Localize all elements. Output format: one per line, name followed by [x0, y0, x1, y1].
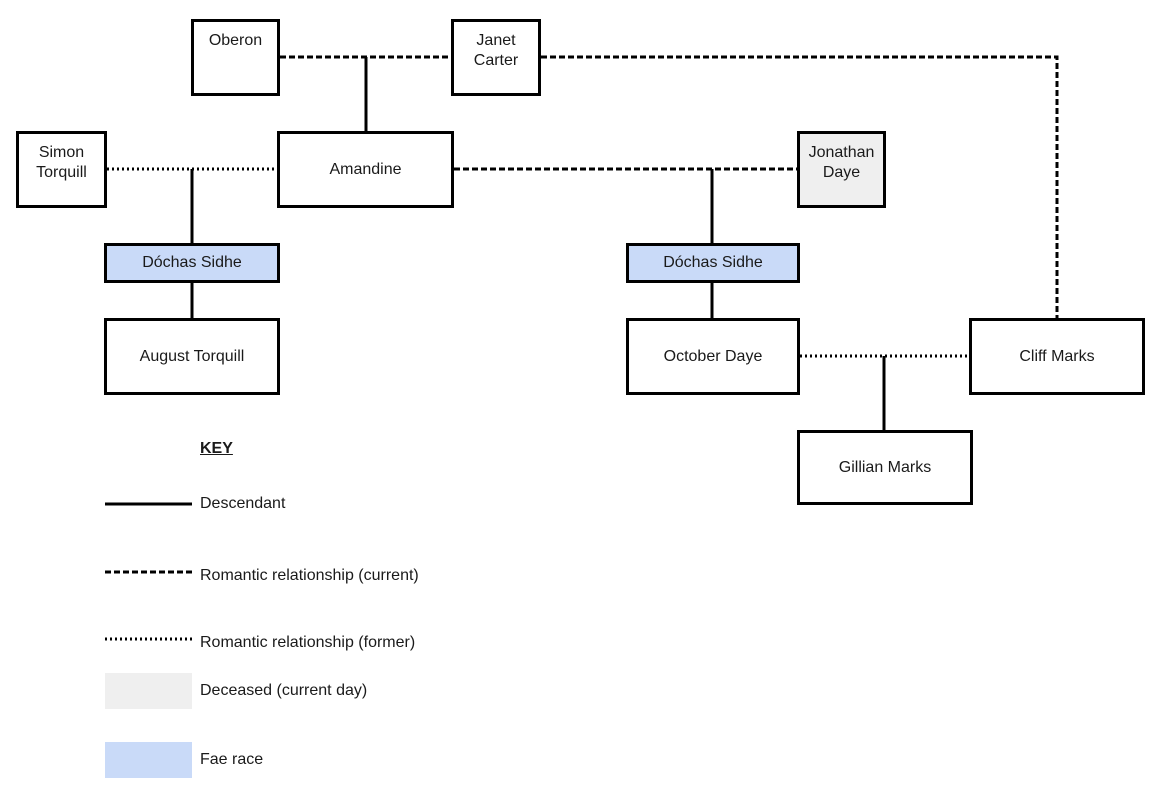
node-cliff-marks: Cliff Marks	[969, 318, 1145, 395]
node-jonathan-daye: Jonathan Daye	[797, 131, 886, 208]
node-simon-name-line1: Simon	[38, 144, 85, 161]
node-janet-name-line2: Carter	[473, 52, 519, 69]
key-fae-label: Fae race	[200, 751, 264, 768]
node-dochas-sidhe-left: Dóchas Sidhe	[104, 243, 280, 283]
key-deceased-swatch	[105, 673, 192, 709]
node-simon-name-line2: Torquill	[36, 164, 87, 181]
node-jonathan-name-line1: Jonathan	[808, 144, 875, 161]
key-title: KEY	[200, 440, 233, 457]
node-oberon: Oberon	[191, 19, 280, 96]
node-jonathan-name-line2: Daye	[822, 164, 861, 181]
node-august-torquill: August Torquill	[104, 318, 280, 395]
node-simon-torquill: Simon Torquill	[16, 131, 107, 208]
node-dochas-left-label: Dóchas Sidhe	[142, 254, 242, 271]
key-descendant-label: Descendant	[200, 495, 286, 512]
node-amandine-label: Amandine	[329, 160, 402, 178]
key-former-label: Romantic relationship (former)	[200, 634, 416, 651]
key-current-label: Romantic relationship (current)	[200, 567, 419, 584]
node-dochas-right-label: Dóchas Sidhe	[663, 254, 763, 271]
node-gillian-marks: Gillian Marks	[797, 430, 973, 505]
key-deceased-label: Deceased (current day)	[200, 682, 368, 699]
node-amandine: Amandine	[277, 131, 454, 208]
node-cliff-label: Cliff Marks	[1019, 347, 1095, 365]
node-gillian-label: Gillian Marks	[838, 458, 932, 476]
node-janet-carter: Janet Carter	[451, 19, 541, 96]
node-october-label: October Daye	[663, 347, 763, 365]
node-oberon-label: Oberon	[208, 32, 263, 49]
key-fae-swatch	[105, 742, 192, 778]
node-august-label: August Torquill	[139, 347, 245, 365]
janet-cliff-current-line	[541, 55, 1059, 318]
node-october-daye: October Daye	[626, 318, 800, 395]
node-dochas-sidhe-right: Dóchas Sidhe	[626, 243, 800, 283]
node-janet-name-line1: Janet	[476, 32, 516, 49]
